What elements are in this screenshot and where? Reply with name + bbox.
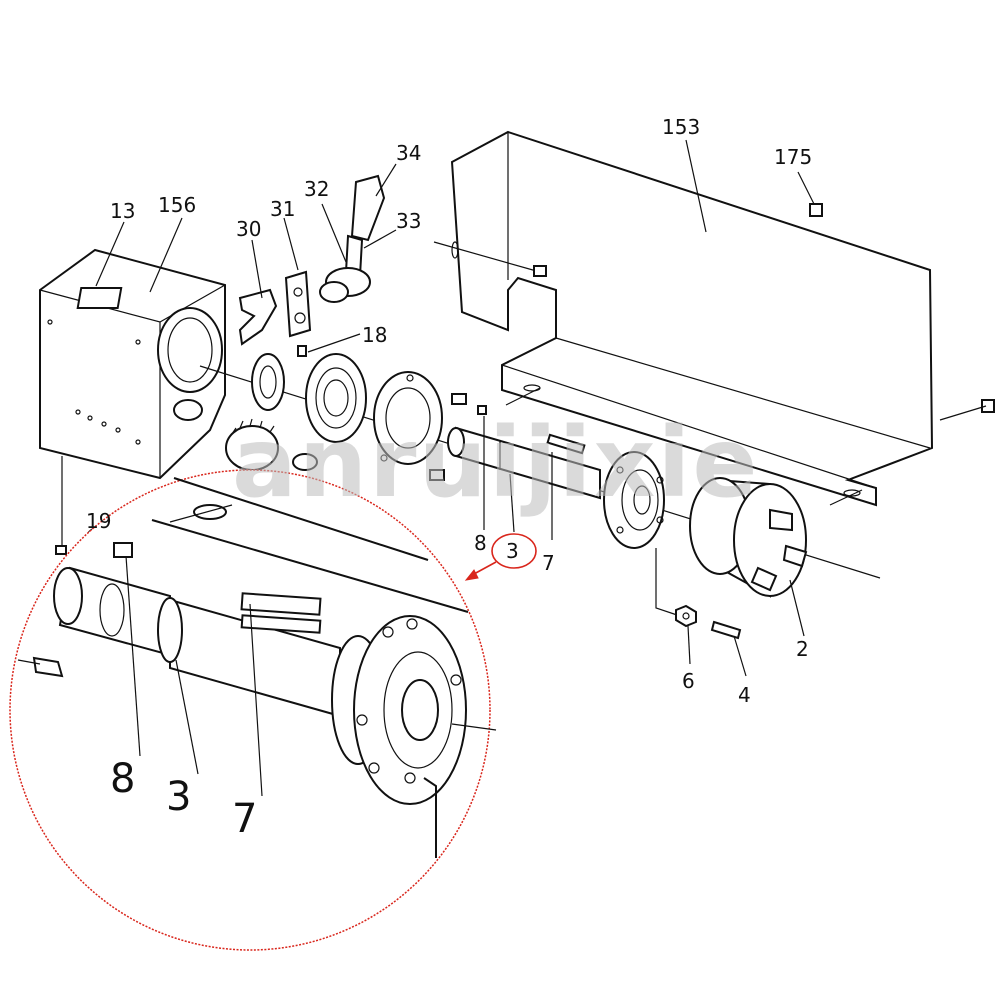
label-2: 2: [796, 637, 809, 661]
seal-ring: [251, 353, 285, 411]
label-3: 3: [506, 539, 519, 563]
label-31: 31: [270, 197, 295, 221]
label-175: 175: [774, 145, 812, 169]
label-7: 7: [542, 551, 555, 575]
zoom-label-8: 8: [110, 756, 135, 802]
label-33: 33: [396, 209, 421, 233]
label-13: 13: [110, 199, 135, 223]
spindle-flange: [603, 451, 681, 617]
leader-lines: [95, 139, 815, 797]
label-6: 6: [682, 669, 695, 693]
label-32: 32: [304, 177, 329, 201]
label-8: 8: [474, 531, 487, 555]
highlight-marker: [464, 533, 537, 581]
zoom-labels: 8 3 7: [110, 756, 257, 842]
label-34: 34: [396, 141, 421, 165]
cover-screws: [433, 203, 995, 506]
shift-lever-group: [238, 174, 386, 357]
flange-screws: [429, 393, 467, 481]
label-4: 4: [738, 683, 751, 707]
bearing: [305, 353, 367, 443]
nut: [675, 604, 697, 628]
headstock-body: [39, 248, 226, 480]
cover-guard: [450, 130, 934, 507]
label-30: 30: [236, 217, 261, 241]
zoom-label-3: 3: [166, 774, 191, 820]
label-19: 19: [86, 509, 111, 533]
stud: [710, 620, 742, 640]
zoom-spindle: [17, 477, 497, 858]
bearing-cover-flange: [373, 371, 443, 465]
zoom-label-7: 7: [232, 796, 257, 842]
watermark: anruijixie: [232, 407, 759, 519]
callout-labels: 153 175 34 32 33 31 30 13 156 18 8 3 7 2…: [86, 115, 812, 707]
label-18: 18: [362, 323, 387, 347]
label-153: 153: [662, 115, 700, 139]
chuck: [689, 477, 808, 598]
gear: [225, 418, 318, 471]
label-156: 156: [158, 193, 196, 217]
